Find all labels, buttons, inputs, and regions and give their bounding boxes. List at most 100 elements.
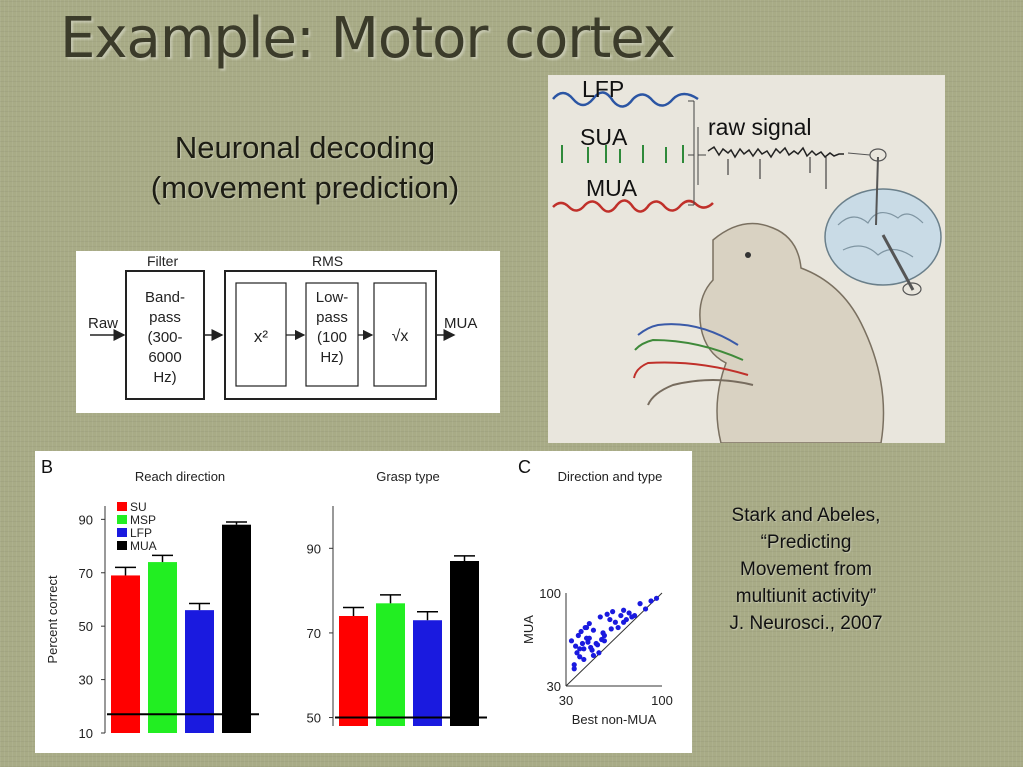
lowpass-text-1: Low- — [316, 289, 349, 306]
scatter-point — [577, 646, 583, 652]
lowpass-text-4: Hz) — [320, 349, 343, 366]
y-tick-label: 70 — [79, 566, 93, 581]
citation-line-2: “Predicting — [760, 532, 852, 553]
scatter-point — [610, 609, 616, 615]
mua-trace — [552, 199, 714, 213]
y-tick-label: 100 — [539, 586, 561, 601]
citation-line-3: Movement from — [740, 559, 872, 580]
scatter-point — [585, 639, 591, 645]
scatter-point — [612, 619, 618, 625]
sua-label: SUA — [580, 124, 628, 150]
filter-text-4: 6000 — [148, 349, 181, 366]
scatter-point — [578, 628, 584, 635]
scatter-point — [653, 595, 660, 601]
scatter-point — [599, 636, 605, 643]
electrode-shaft — [881, 234, 915, 291]
y-tick-label: 10 — [79, 726, 93, 741]
mua-output-label: MUA — [444, 315, 477, 332]
electrode-tip — [902, 282, 922, 296]
rms-title: RMS — [312, 253, 343, 269]
bar-mua — [222, 524, 251, 733]
filter-text-1: Band- — [145, 289, 185, 306]
unity-line — [565, 592, 663, 687]
bar-mua — [450, 561, 479, 726]
legend-label-su: SU — [130, 500, 147, 514]
y-tick-label: 30 — [79, 673, 93, 688]
scatter-point — [586, 620, 592, 627]
mua-label: MUA — [586, 175, 638, 201]
y-tick-label: 50 — [307, 711, 321, 726]
y-tick-label: 90 — [79, 512, 93, 527]
scatter-point — [601, 632, 608, 639]
scatter-point — [608, 626, 614, 632]
x-axis-label: Best non-MUA — [572, 712, 657, 727]
bar-su — [339, 616, 368, 726]
chart-title: Grasp type — [376, 469, 440, 484]
citation: Stark and Abeles, “Predicting Movement f… — [700, 502, 912, 637]
y-tick-label: 30 — [547, 679, 561, 694]
bar-msp — [148, 562, 177, 733]
scatter-point — [621, 607, 627, 613]
scatter-point — [594, 642, 601, 648]
scatter-point — [604, 611, 610, 617]
trajectory-red — [633, 361, 749, 379]
filter-text-5: Hz) — [153, 369, 176, 386]
scatter-point — [618, 612, 624, 619]
scatter-point — [648, 598, 654, 604]
raw-signal-label: raw signal — [708, 114, 812, 140]
scatter-point — [574, 650, 580, 656]
citation-line-5: J. Neurosci., 2007 — [729, 613, 883, 634]
scatter-point — [642, 606, 649, 612]
sqrt-box — [373, 282, 427, 387]
scatter-point — [607, 616, 613, 623]
legend-swatch-su — [117, 502, 127, 511]
square-text: x² — [254, 327, 269, 346]
y-tick-label: 50 — [79, 619, 93, 634]
brain-folds — [837, 212, 924, 258]
bar-lfp — [185, 610, 214, 733]
scatter-point — [581, 646, 587, 652]
scatter-point — [579, 640, 586, 647]
sqrt-text: √x — [392, 328, 409, 345]
panel-c-letter: C — [518, 457, 531, 477]
electrode-lead — [847, 152, 871, 156]
y-axis-label: MUA — [521, 615, 536, 644]
lfp-trace — [552, 91, 699, 108]
subtitle-line-2: (movement prediction) — [150, 170, 460, 205]
monkey-body — [699, 222, 885, 444]
bar-lfp — [413, 620, 442, 726]
scatter-point — [629, 614, 635, 620]
slide-subtitle: Neuronal decoding (movement prediction) — [100, 128, 510, 208]
recording-illustration: LFP SUA MUA raw signal — [548, 75, 945, 444]
monkey-eye — [745, 252, 751, 258]
slide-title: Example: Motor cortex — [60, 6, 676, 71]
scatter-point — [581, 656, 587, 663]
scatter-point — [568, 638, 575, 644]
scatter-point — [573, 643, 579, 649]
sua-spikes — [561, 145, 684, 163]
scatter-point — [621, 619, 627, 625]
legend-label-msp: MSP — [130, 513, 156, 527]
scatter-point — [615, 624, 621, 631]
scatter-point — [589, 647, 595, 653]
scatter-point — [626, 610, 632, 616]
lowpass-text-3: (100 — [317, 329, 347, 346]
electrode-wire — [875, 156, 879, 226]
trajectory-green — [634, 338, 744, 361]
scatter-point — [571, 662, 577, 668]
legend-swatch-lfp — [117, 528, 127, 537]
scatter-point — [596, 650, 602, 656]
scatter-point — [590, 652, 597, 659]
lowpass-text-2: pass — [316, 309, 348, 326]
scatter-point — [590, 627, 597, 633]
legend-label-lfp: LFP — [130, 526, 152, 540]
filter-text-3: (300- — [147, 329, 182, 346]
citation-line-1: Stark and Abeles, — [731, 505, 881, 526]
recording-svg: LFP SUA MUA raw signal — [552, 76, 942, 444]
trajectory-blue — [637, 323, 739, 346]
